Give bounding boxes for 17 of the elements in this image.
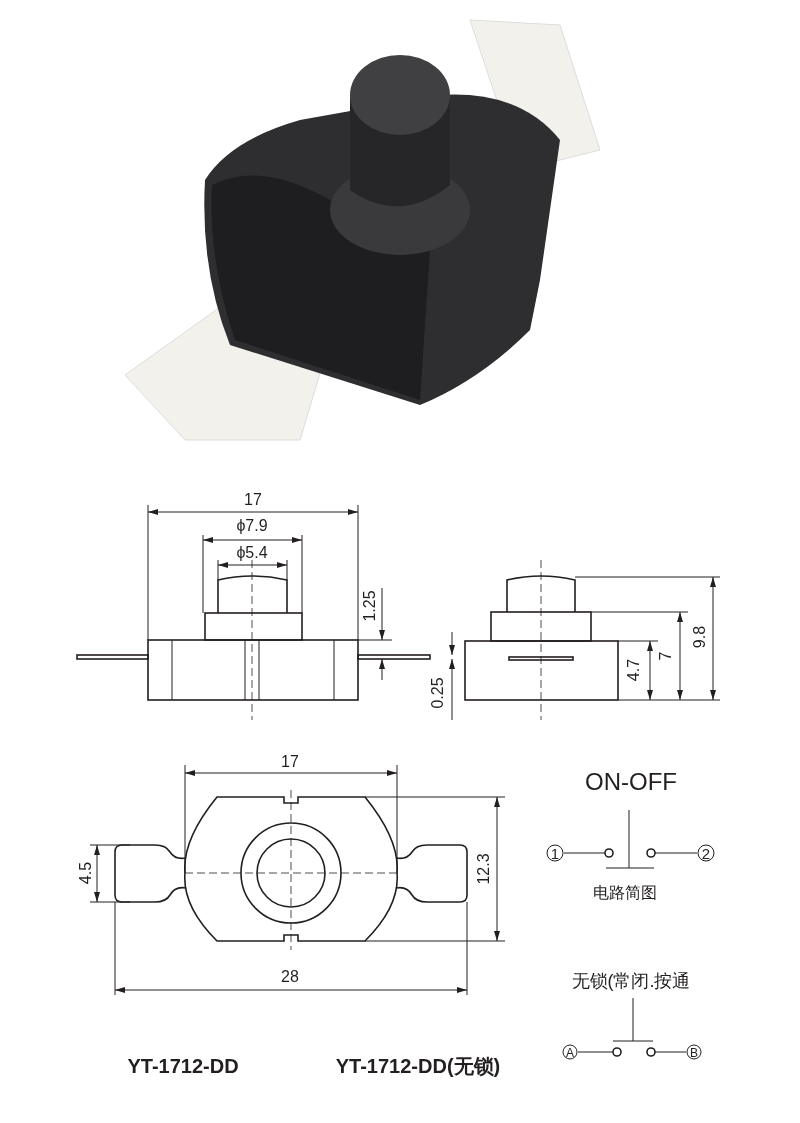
dimension-value: 17: [281, 754, 299, 770]
dimension-value: 0.25: [430, 677, 446, 709]
caption-text: 电路简图: [593, 885, 657, 901]
dimension-value: 9.8: [692, 625, 708, 649]
dimension-value: 17: [244, 492, 262, 508]
caption-text: ON-OFF: [585, 770, 677, 794]
dimension-value: 28: [281, 969, 299, 985]
dimension-value: ϕ5.4: [236, 545, 268, 561]
dimension-value: 4.5: [78, 861, 94, 885]
model-number: YT-1712-DD: [127, 1056, 239, 1076]
dimension-value: 12.3: [476, 853, 492, 885]
dimension-value: 7: [658, 651, 674, 661]
dimension-value: 1.25: [362, 590, 378, 622]
dimension-value: 4.7: [626, 658, 642, 682]
dimension-value: ϕ7.9: [236, 518, 268, 534]
model-number: YT-1712-DD(无锁): [335, 1056, 501, 1076]
caption-text: 无锁(常闭.按通: [571, 972, 691, 990]
